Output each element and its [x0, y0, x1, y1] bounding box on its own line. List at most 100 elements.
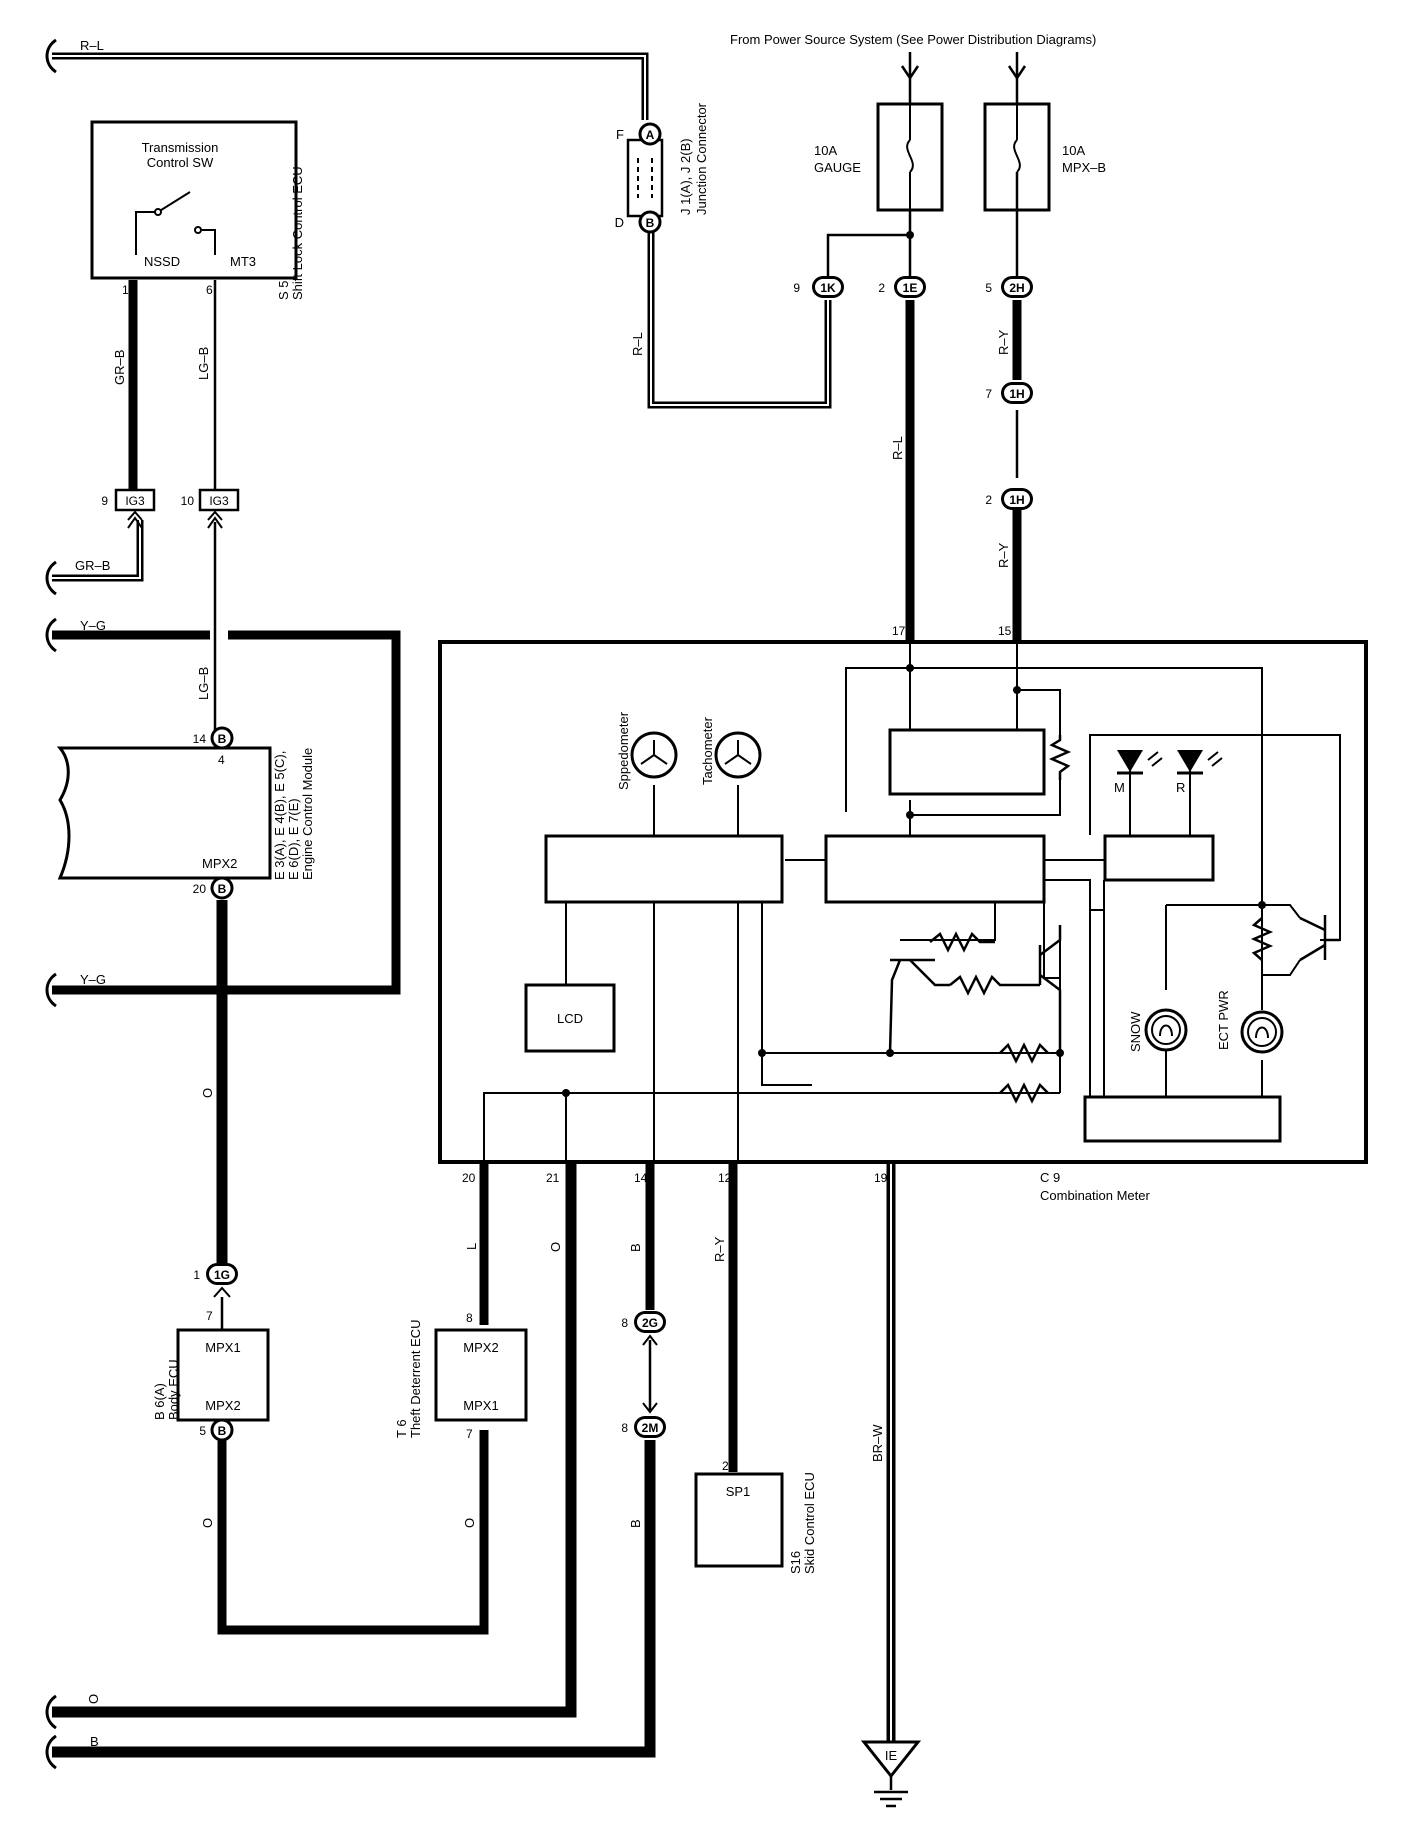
s5-pin-6: 6 [206, 283, 213, 297]
s5-pin-1: 1 [122, 283, 129, 297]
junction-ref: J 1(A), J 2(B) [678, 138, 693, 215]
theft-mpx2: MPX2 [463, 1340, 498, 1355]
speedometer-label: Sppedometer [616, 711, 631, 790]
skid-sp1: SP1 [726, 1484, 751, 1499]
ecm-pin-14: 14 [193, 732, 207, 746]
body-ecu-mpx2: MPX2 [205, 1398, 240, 1413]
theft-deterrent-ecu: 8 MPX2 MPX1 7 T 6 Theft Deterrent ECU [394, 1311, 528, 1441]
junction-connector: A B F D J 1(A), J 2(B) Junction Connecto… [615, 102, 709, 234]
wire-rl-junction: R–L [630, 332, 645, 356]
wire-grb-left: GR–B [75, 558, 110, 573]
meter-pin-17: 17 [892, 624, 906, 638]
wire-b-skid: B [628, 1519, 643, 1528]
connector-2g-code: 2G [642, 1316, 658, 1330]
wire-ry-upper: R–Y [996, 329, 1011, 355]
connector-ig3-10: IG3 10 [181, 488, 240, 529]
ecm-ref2: E 6(D), E 7(E) [286, 798, 301, 880]
meter-pin-12: 12 [718, 1171, 732, 1185]
body-ecu-ref: B 6(A) [152, 1383, 167, 1420]
s5-term-nssd: NSSD [144, 254, 180, 269]
connector-ig3-9-code: IG3 [125, 494, 145, 508]
led-r: R [1176, 750, 1223, 795]
body-ecu-badge: B [218, 1424, 227, 1438]
meter-pin-21: 21 [546, 1171, 560, 1185]
combination-meter: 17 15 20 21 14 12 19 C 9 Combination Met… [438, 624, 1368, 1203]
led-driver-block [1103, 834, 1215, 882]
ecm-name: Engine Control Module [300, 748, 315, 880]
connector-1e-code: 1E [903, 281, 918, 295]
connector-ig3-10-pin: 10 [181, 494, 195, 508]
connector-2m-code: 2M [642, 1421, 659, 1435]
fuse-mpxb-rating: 10A [1062, 143, 1085, 158]
wire-grb-vert: GR–B [112, 350, 127, 385]
meter-ref: C 9 [1040, 1170, 1060, 1185]
skid-name: Skid Control ECU [802, 1472, 817, 1574]
speedometer-gauge: Sppedometer [616, 711, 678, 790]
wire-b-14: B [628, 1243, 643, 1252]
s5-name: Shift Lock Control ECU [290, 166, 305, 300]
fuse-gauge-name: GAUGE [814, 160, 861, 175]
connector-1h-2-pin: 2 [985, 493, 992, 507]
wire-rl-top: R–L [80, 38, 104, 53]
connector-1h-2: 1H 2 [985, 488, 1033, 510]
junction-badge-b: B [646, 216, 655, 230]
snow-label: SNOW [1128, 1011, 1143, 1052]
connector-2m-pin: 8 [621, 1421, 628, 1435]
connector-1k: 1K 9 [793, 276, 844, 298]
wire-brw: BR–W [870, 1424, 885, 1462]
engine-control-module: B 14 4 MPX2 B 20 E 3(A), E 4(B), E 5(C),… [56, 726, 315, 900]
wire-o-21: O [548, 1242, 563, 1252]
wire-o-body: O [200, 1518, 215, 1528]
lcd-label: LCD [557, 1011, 583, 1026]
connector-2g: 2G 8 [621, 1311, 666, 1346]
meter-pin-15: 15 [998, 624, 1012, 638]
s5-ref: S 5 [276, 280, 291, 300]
connector-2g-pin: 8 [621, 1316, 628, 1330]
meter-pin-19: 19 [874, 1171, 888, 1185]
connector-1h-2-code: 1H [1009, 493, 1024, 507]
connector-1g-pin: 1 [193, 1268, 200, 1282]
wire-lgb-vert: LG–B [196, 347, 211, 380]
theft-ref: T 6 [394, 1419, 409, 1438]
connector-1k-code: 1K [820, 281, 836, 295]
connector-1k-pin: 9 [793, 281, 800, 295]
connector-ig3-9-pin: 9 [101, 494, 108, 508]
wire-lgb-lower: LG–B [196, 667, 211, 700]
led-r-label: R [1176, 780, 1185, 795]
junction-badge-a: A [646, 128, 655, 142]
ecm-badge-bottom: B [218, 882, 227, 896]
theft-pin-8: 8 [466, 1311, 473, 1325]
theft-name: Theft Deterrent ECU [408, 1320, 423, 1439]
wire-o-theft: O [462, 1518, 477, 1528]
tachometer-label: Tachometer [700, 716, 715, 785]
power-source-note: From Power Source System (See Power Dist… [730, 32, 1096, 47]
ect-pwr-label: ECT PWR [1216, 990, 1231, 1050]
connector-1h-7-pin: 7 [985, 387, 992, 401]
led-m: M [1114, 750, 1163, 795]
connector-2h: 2H 5 [985, 276, 1033, 298]
connector-ig3-10-code: IG3 [209, 494, 229, 508]
theft-pin-7: 7 [466, 1427, 473, 1441]
meter-name: Combination Meter [1040, 1188, 1150, 1203]
ground-label: IE [885, 1748, 898, 1763]
harness-wires [52, 52, 1022, 1758]
connector-1e-pin: 2 [878, 281, 885, 295]
regulator-block [888, 728, 1046, 796]
wire-o-ecm: O [200, 1088, 215, 1098]
s5-shift-lock-ecu: Transmission Control SW NSSD MT3 1 6 S 5… [90, 120, 305, 300]
ecm-pin-20: 20 [193, 882, 207, 896]
gauge-driver-block [544, 834, 784, 904]
theft-mpx1: MPX1 [463, 1398, 498, 1413]
junction-pin-d: D [615, 215, 624, 230]
fuse-gauge-rating: 10A [814, 143, 837, 158]
body-ecu-pin-7: 7 [206, 1309, 213, 1323]
junction-pin-f: F [616, 127, 624, 142]
ecm-mpx2: MPX2 [202, 856, 237, 871]
connector-2h-code: 2H [1009, 281, 1024, 295]
wire-l-20: L [464, 1243, 479, 1250]
meter-pin-20: 20 [462, 1171, 476, 1185]
snow-indicator-bulb: SNOW [1128, 1008, 1188, 1052]
skid-ref: S16 [788, 1551, 803, 1574]
fuse-gauge: 10A GAUGE [814, 52, 944, 280]
